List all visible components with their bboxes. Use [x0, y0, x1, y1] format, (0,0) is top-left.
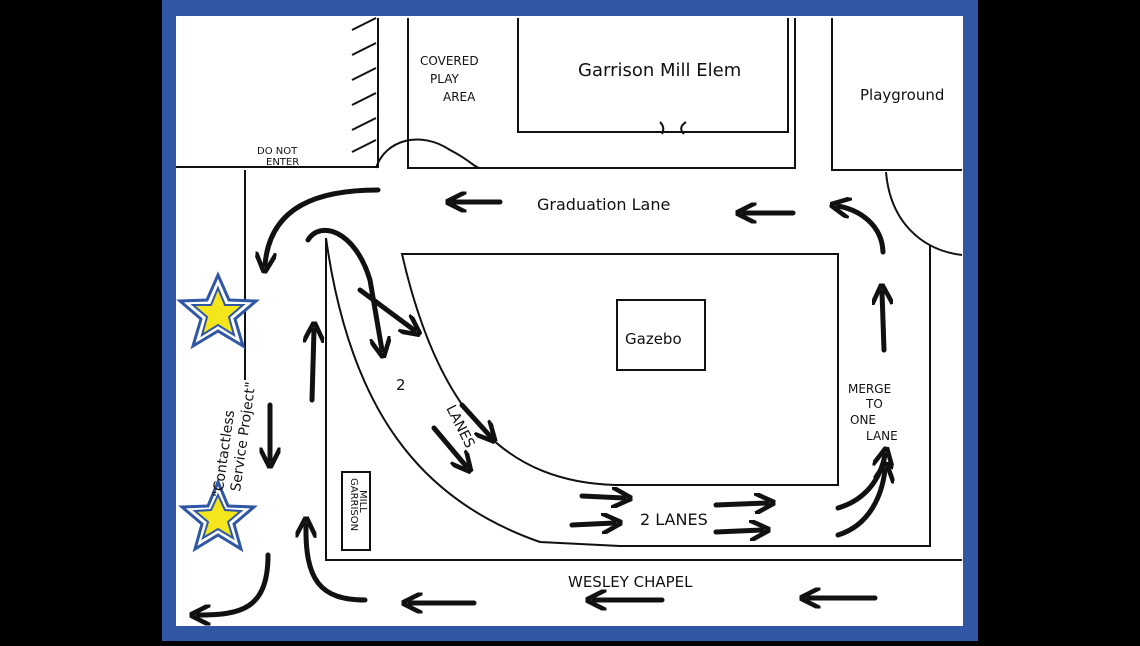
covered-label-3: AREA [443, 90, 476, 104]
arrow-icon [882, 292, 884, 353]
covered-label-1: COVERED [420, 54, 479, 68]
merge-label-1: MERGE [848, 382, 891, 396]
two-lanes-bottom-label: 2 LANES [640, 510, 708, 529]
road-edge [325, 238, 962, 561]
school-label: Garrison Mill Elem [578, 60, 741, 81]
traffic-arrows [198, 187, 886, 615]
star-icon [178, 478, 258, 553]
playground-label: Playground [860, 86, 944, 104]
two-lanes-diag-number: 2 [396, 376, 406, 394]
arrow-icon [312, 330, 314, 403]
arrow-icon [838, 206, 886, 255]
garrison-mill-sign-box [341, 471, 371, 551]
wesley-chapel-label: WESLEY CHAPEL [568, 573, 693, 591]
arrow-icon [713, 530, 762, 532]
arrow-icon [431, 425, 466, 466]
arrow-icon [569, 523, 614, 525]
star-icon [176, 271, 260, 350]
school-building [517, 18, 789, 133]
do-not-label: DO NOT [257, 146, 298, 157]
playground-curve [885, 171, 963, 256]
covered-label-2: PLAY [430, 72, 459, 86]
merge-label-3: ONE [850, 413, 876, 427]
arrow-icon [198, 552, 271, 615]
building-outlines [176, 18, 963, 561]
merge-label-2: TO [865, 397, 883, 411]
arrow-icon [579, 496, 624, 498]
arrow-icon [713, 503, 767, 505]
gazebo-label: Gazebo [625, 330, 682, 348]
gazebo-box [616, 299, 706, 371]
enter-label: ENTER [266, 157, 299, 168]
graduation-lane-label: Graduation Lane [537, 195, 670, 214]
covered-bump [375, 138, 481, 169]
arrow-icon [265, 187, 381, 265]
merge-label-4: LANE [866, 429, 898, 443]
playground-outline [831, 18, 962, 171]
arrow-icon [305, 228, 382, 350]
hatch-marks [351, 17, 377, 153]
sign-label-2: MILL [357, 490, 368, 513]
arrow-icon [459, 402, 490, 436]
arrow-icon [306, 525, 368, 603]
arrow-icon [835, 470, 885, 538]
covered-area-outline [407, 18, 796, 169]
arrow-icon [357, 287, 414, 330]
sign-label-1: GARRISON [348, 478, 359, 531]
door-mark [659, 121, 687, 135]
drive-curve [325, 237, 931, 547]
